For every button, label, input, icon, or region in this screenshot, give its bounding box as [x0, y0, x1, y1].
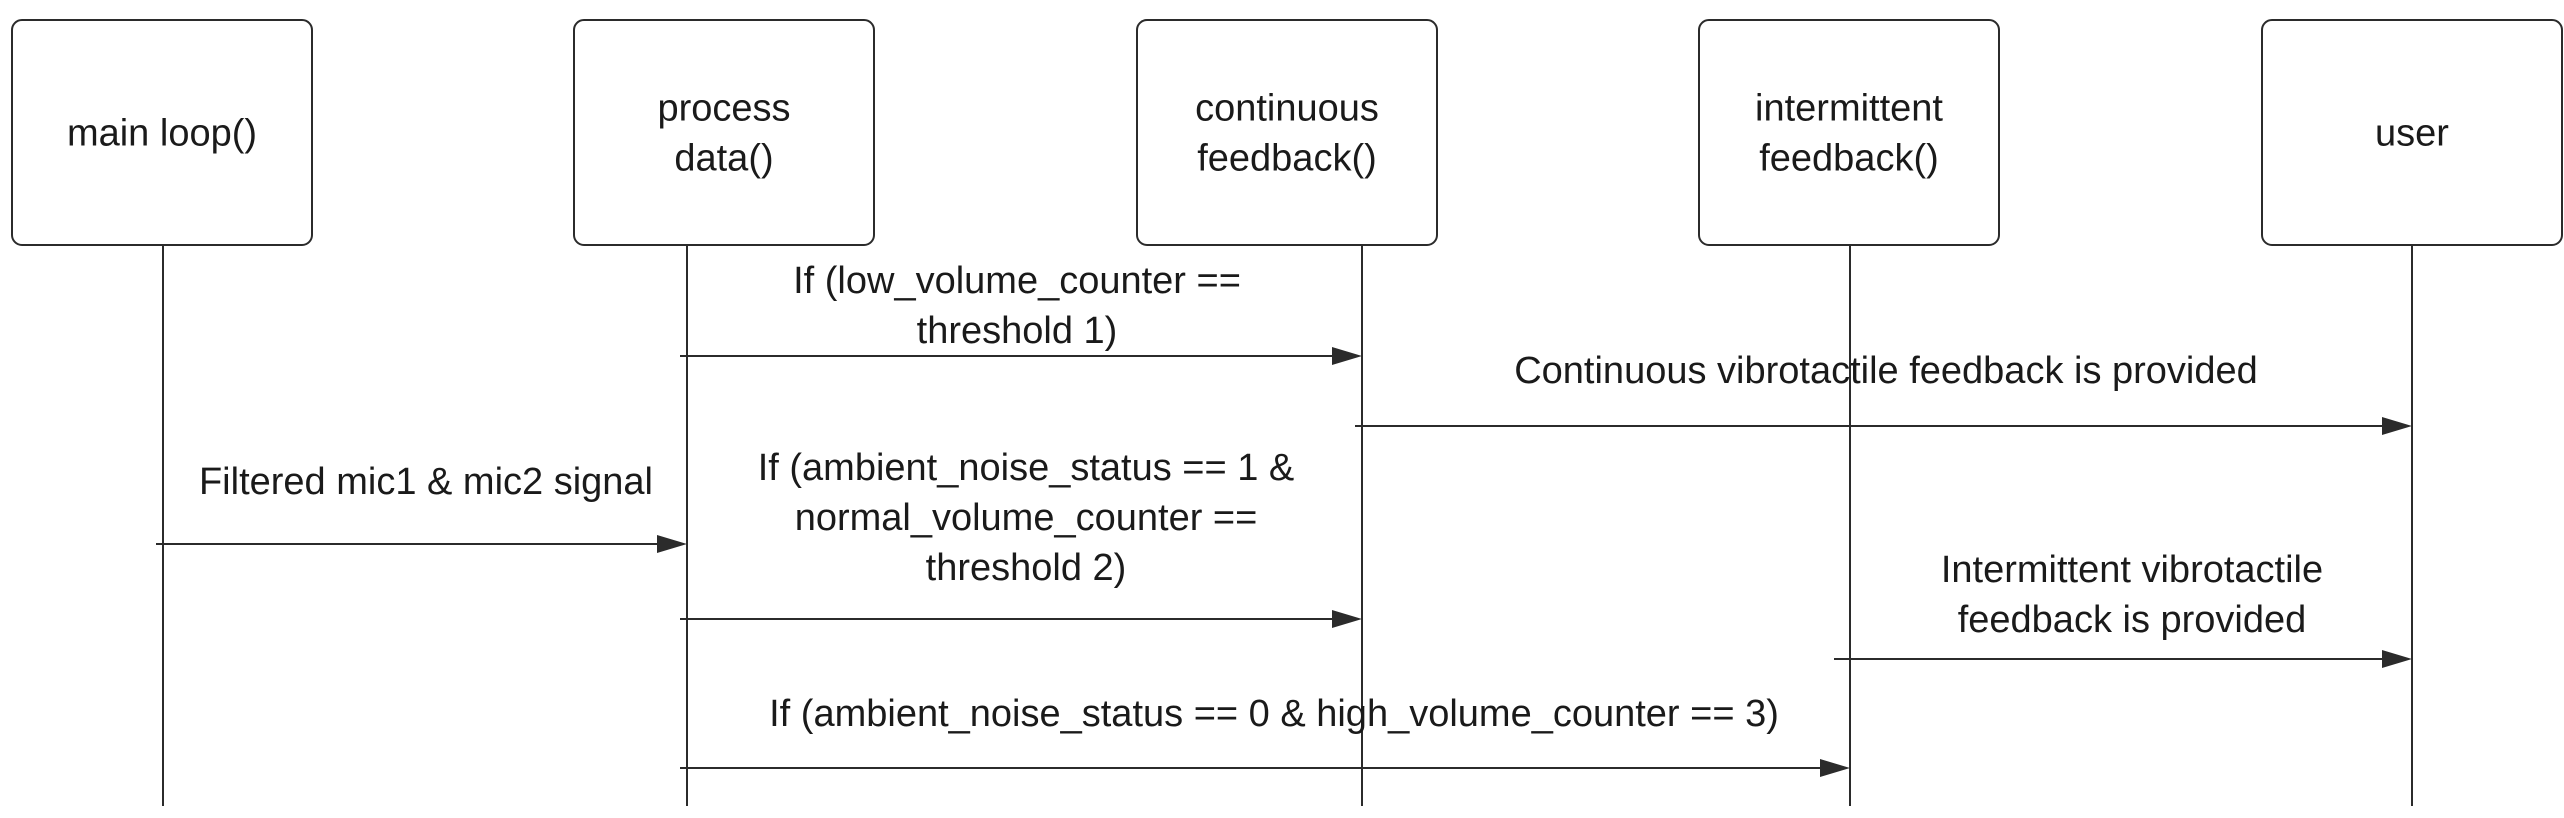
participant-box	[2261, 19, 2563, 246]
participant-intermittent: intermittent feedback()	[1698, 19, 2000, 246]
message-label: Filtered mic1 & mic2 signal	[199, 461, 653, 503]
message-label: threshold 1)	[917, 310, 1118, 352]
participant-continuous: continuous feedback()	[1136, 19, 1438, 246]
participant-label: feedback()	[1759, 138, 1939, 180]
arrowhead-icon	[657, 535, 687, 553]
arrowhead-icon	[2382, 417, 2412, 435]
arrowhead-icon	[1820, 759, 1850, 777]
message-continuous-feedback-provided: Continuous vibrotactile feedback is prov…	[1355, 350, 2412, 435]
participant-label: intermittent	[1755, 88, 1943, 130]
message-label: Continuous vibrotactile feedback is prov…	[1514, 350, 2258, 392]
lifelines	[162, 245, 2413, 806]
participant-box	[1136, 19, 1438, 246]
message-label: normal_volume_counter ==	[795, 497, 1258, 539]
message-low-volume-threshold: If (low_volume_counter == threshold 1)	[680, 260, 1362, 365]
participant-label: feedback()	[1197, 138, 1377, 180]
participant-label: user	[2375, 113, 2449, 155]
arrowhead-icon	[1332, 347, 1362, 365]
participant-label: data()	[674, 138, 773, 180]
messages: If (low_volume_counter == threshold 1) Con…	[156, 260, 2412, 777]
message-intermittent-feedback-provided: Intermittent vibrotactile feedback is pro…	[1834, 549, 2412, 668]
message-label: If (ambient_noise_status == 0 & high_vol…	[769, 693, 1779, 735]
participant-label: continuous	[1195, 88, 1379, 130]
message-label: Intermittent vibrotactile	[1941, 549, 2323, 591]
participant-label: process	[657, 88, 790, 130]
message-label: threshold 2)	[926, 547, 1127, 589]
participant-process: process data()	[573, 19, 875, 246]
arrowhead-icon	[2382, 650, 2412, 668]
participant-label: main loop()	[67, 113, 257, 155]
participant-box	[11, 19, 313, 246]
participant-main: main loop()	[11, 19, 313, 246]
participants: main loop() process data() continuous feedba…	[11, 19, 2563, 246]
participant-box	[573, 19, 875, 246]
message-label: If (ambient_noise_status == 1 &	[758, 447, 1295, 489]
message-label: feedback is provided	[1958, 599, 2307, 641]
message-ambient-noise-normal-volume: If (ambient_noise_status == 1 & normal_vo…	[680, 447, 1362, 628]
participant-box	[1698, 19, 2000, 246]
message-ambient-noise-high-volume: If (ambient_noise_status == 0 & high_vol…	[680, 693, 1850, 777]
arrowhead-icon	[1332, 610, 1362, 628]
participant-user: user	[2261, 19, 2563, 246]
message-filtered-mic-signal: Filtered mic1 & mic2 signal	[156, 461, 687, 553]
message-label: If (low_volume_counter ==	[793, 260, 1241, 302]
